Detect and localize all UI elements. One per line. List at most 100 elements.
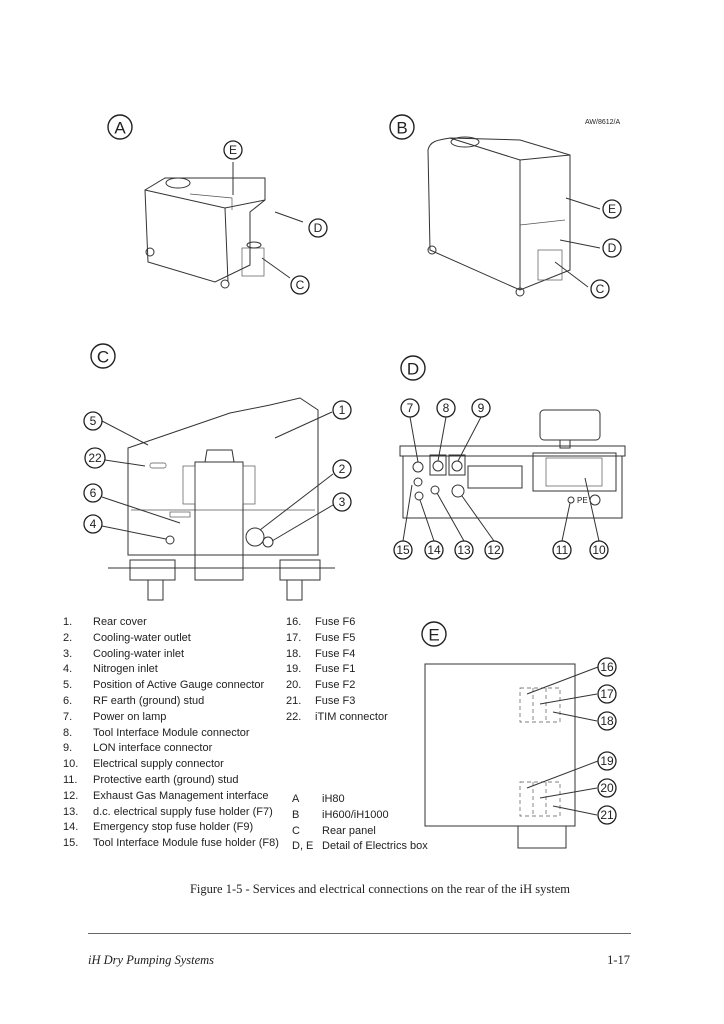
svg-text:E: E (608, 202, 616, 216)
callout-13: 13 (454, 540, 474, 560)
legend-item: 7. Power on lamp (63, 710, 279, 726)
svg-text:A: A (114, 119, 126, 138)
svg-text:20: 20 (600, 781, 614, 795)
svg-text:19: 19 (600, 754, 614, 768)
legend-item: 10.Electrical supply connector (63, 757, 279, 773)
legend-item: C Rear panel (292, 824, 428, 840)
legend-key: C (292, 824, 300, 837)
svg-text:D: D (314, 221, 323, 235)
legend-item: 19. Fuse F1 (286, 662, 388, 678)
legend-key: 19. (286, 663, 302, 676)
legend-text: Fuse F5 (315, 631, 356, 644)
legend-key: 3. (63, 647, 73, 660)
callout-11: 11 (552, 540, 572, 560)
legend-key: 14. (63, 821, 79, 834)
callout-15: 15 (393, 540, 413, 560)
legend-key: 18. (286, 647, 302, 660)
svg-text:17: 17 (600, 687, 614, 701)
page-number: 1-17 (607, 953, 630, 967)
callout-a-e: E (223, 140, 243, 160)
svg-text:21: 21 (600, 808, 614, 822)
legend-text: Cooling-water outlet (93, 631, 191, 644)
svg-text:2: 2 (339, 462, 346, 476)
legend-text: Rear panel (322, 824, 376, 837)
legend-text: Electrical supply connector (93, 758, 224, 771)
legend-item: 6.RF earth (ground) stud (63, 694, 279, 710)
callout-20: 20 (597, 778, 617, 798)
legend-key: 15. (63, 837, 79, 850)
callout-12: 12 (484, 540, 504, 560)
view-c-drawing (101, 397, 335, 601)
legend-key: 6. (63, 694, 73, 707)
svg-text:D: D (407, 360, 419, 379)
footer-divider (88, 933, 631, 934)
legend-item: 17.Fuse F5 (286, 631, 388, 647)
legend-item: 4.Nitrogen inlet (63, 662, 279, 678)
svg-text:11: 11 (556, 543, 569, 557)
callout-a-c: C (290, 275, 310, 295)
svg-text:C: C (97, 348, 109, 367)
legend-text: Fuse F3 (315, 694, 356, 707)
legend-text: iTIM connector (315, 710, 388, 723)
legend-text: Emergency stop fuse holder (F9) (93, 821, 254, 834)
svg-text:E: E (229, 143, 237, 157)
view-b-label: B (389, 114, 415, 140)
legend-item: 13.d.c. electrical supply fuse holder (F… (63, 805, 279, 821)
legend-text: iH80 (322, 793, 345, 805)
svg-text:22: 22 (88, 451, 102, 465)
pe-label: PE (577, 496, 588, 505)
legend-item: 11.Protective earth (ground) stud (63, 773, 279, 789)
legend-text: Protective earth (ground) stud (93, 773, 239, 786)
legend-text: Power on lamp (93, 710, 167, 723)
legend-key: 8. (63, 726, 73, 739)
legend-key: 2. (63, 631, 73, 644)
legend-text: Tool Interface Module fuse holder (F8) (93, 837, 279, 850)
legend-item: 14. Emergency stop fuse holder (F9) (63, 820, 279, 836)
legend-text: Fuse F6 (315, 616, 356, 628)
legend-item: 16. Fuse F6 (286, 615, 388, 631)
svg-text:8: 8 (443, 401, 450, 415)
callout-4: 4 (83, 514, 103, 534)
legend-text: Detail of Electrics box (322, 840, 428, 853)
legend-key: 12. (63, 789, 79, 802)
svg-text:C: C (596, 282, 605, 296)
svg-text:E: E (428, 626, 439, 645)
view-c-label: C (90, 343, 116, 369)
legend-key: 13. (63, 805, 79, 818)
callout-a-d: D (308, 218, 328, 238)
legend-text: Cooling-water inlet (93, 647, 185, 660)
svg-text:3: 3 (339, 495, 346, 509)
legend-item: D, E Detail of Electrics box (292, 839, 428, 855)
callout-19: 19 (597, 751, 617, 771)
callout-6: 6 (83, 483, 103, 503)
svg-text:16: 16 (600, 660, 614, 674)
svg-text:10: 10 (592, 543, 606, 557)
legend-item: 3. Cooling-water inlet (63, 647, 279, 663)
callout-18: 18 (597, 711, 617, 731)
legend-text: Fuse F1 (315, 663, 356, 676)
legend-key: 22. (286, 710, 302, 723)
callout-b-c: C (590, 279, 610, 299)
legend-item: 2. Cooling-water outlet (63, 631, 279, 647)
callout-5: 5 (83, 411, 103, 431)
svg-text:C: C (296, 278, 305, 292)
legend-item: 12.Exhaust Gas Management interface (63, 789, 279, 805)
view-d-label: D (400, 355, 426, 381)
legend-item: 18. Fuse F4 (286, 647, 388, 663)
legend-key: D, E (292, 840, 314, 853)
legend-key: 1. (63, 616, 73, 628)
legend-item: 9.LON interface connector (63, 741, 279, 757)
callout-b-d: D (602, 238, 622, 258)
svg-text:12: 12 (487, 543, 501, 557)
legend-text: Fuse F4 (315, 647, 356, 660)
legend-key: 16. (286, 616, 302, 628)
legend-text: Position of Active Gauge connector (93, 679, 265, 692)
svg-text:14: 14 (427, 543, 441, 557)
legend-text: LON interface connector (93, 742, 213, 755)
legend-key: 4. (63, 663, 73, 676)
legend-key: 7. (63, 710, 73, 723)
